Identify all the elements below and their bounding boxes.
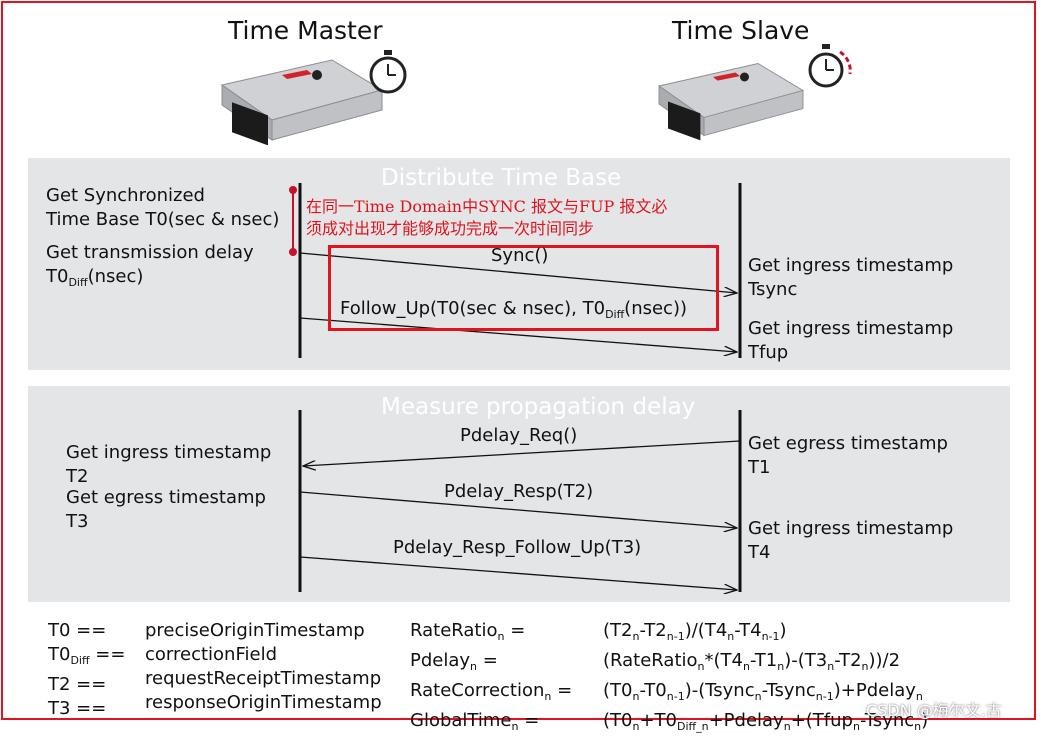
legend-col-2: preciseOriginTimestamp correctionField r…: [145, 620, 382, 713]
legend-col-3: RateRation = Pdelayn = RateCorrectionn =…: [410, 620, 573, 733]
pdelay-req-arrow: [303, 440, 741, 466]
highlight-box: [328, 245, 719, 331]
master-title: Time Master: [228, 16, 383, 45]
sync-arrow: [299, 252, 737, 293]
master-ecu-icon: [220, 59, 384, 145]
legend-formulas: (T2n-T2n-1)/(T4n-T4n-1) (RateRation*(T4n…: [603, 619, 928, 739]
slave-stopwatch-icon: [808, 44, 852, 88]
formula-rate-correction: (T0n-T0n-1)-(Tsyncn-Tsyncn-1)+Pdelayn: [603, 680, 923, 703]
follow-up-arrow: [299, 317, 737, 352]
pdelay-resp-fup-label: Pdelay_Resp_Follow_Up(T3): [393, 537, 642, 558]
slave-label-t1: Get egress timestamp T1: [748, 433, 948, 478]
pdelay-resp-arrow: [299, 491, 737, 528]
formula-rate-ratio: (T2n-T2n-1)/(T4n-T4n-1): [603, 620, 787, 643]
pdelay-resp-label: Pdelay_Resp(T2): [444, 481, 594, 502]
master-label-sync: Get Synchronized Time Base T0(sec & nsec…: [46, 185, 280, 230]
formula-pdelay: (RateRation*(T4n-T1n)-(T3n-T2n))/2: [603, 650, 901, 673]
slave-label-tfup: Get ingress timestamp Tfup: [748, 318, 954, 363]
slave-label-tsync: Get ingress timestamp Tsync: [748, 255, 954, 300]
pdelay-resp-fup-arrow: [299, 556, 737, 590]
watermark: CSDN @梅尔文.古: [866, 701, 1002, 720]
chinese-note: 在同一Time Domain中SYNC 报文与FUP 报文必 须成对出现才能够成…: [306, 197, 668, 238]
slave-ecu-icon: [657, 63, 805, 141]
master-label-t3: Get egress timestamp T3: [66, 487, 266, 532]
measure-propagation-delay-panel: [28, 386, 1010, 602]
outer-frame: [1, 1, 1036, 720]
legend-col-1: T0 == T0Diff == T2 == T3 ==: [48, 620, 126, 719]
slave-title: Time Slave: [672, 16, 810, 45]
slave-label-t4: Get ingress timestamp T4: [748, 518, 954, 563]
sync-message-label: Sync(): [491, 245, 549, 266]
master-label-t2: Get ingress timestamp T2: [66, 442, 272, 487]
follow-up-message-label: Follow_Up(T0(sec & nsec), T0Diff(nsec)): [340, 298, 687, 321]
measure-propagation-delay-title: Measure propagation delay: [381, 394, 696, 420]
master-stopwatch-icon: [369, 50, 407, 94]
distribute-time-base-title: Distribute Time Base: [381, 165, 622, 191]
master-label-tx-delay: Get transmission delay T0Diff(nsec): [46, 242, 254, 289]
pdelay-req-label: Pdelay_Req(): [460, 425, 578, 446]
